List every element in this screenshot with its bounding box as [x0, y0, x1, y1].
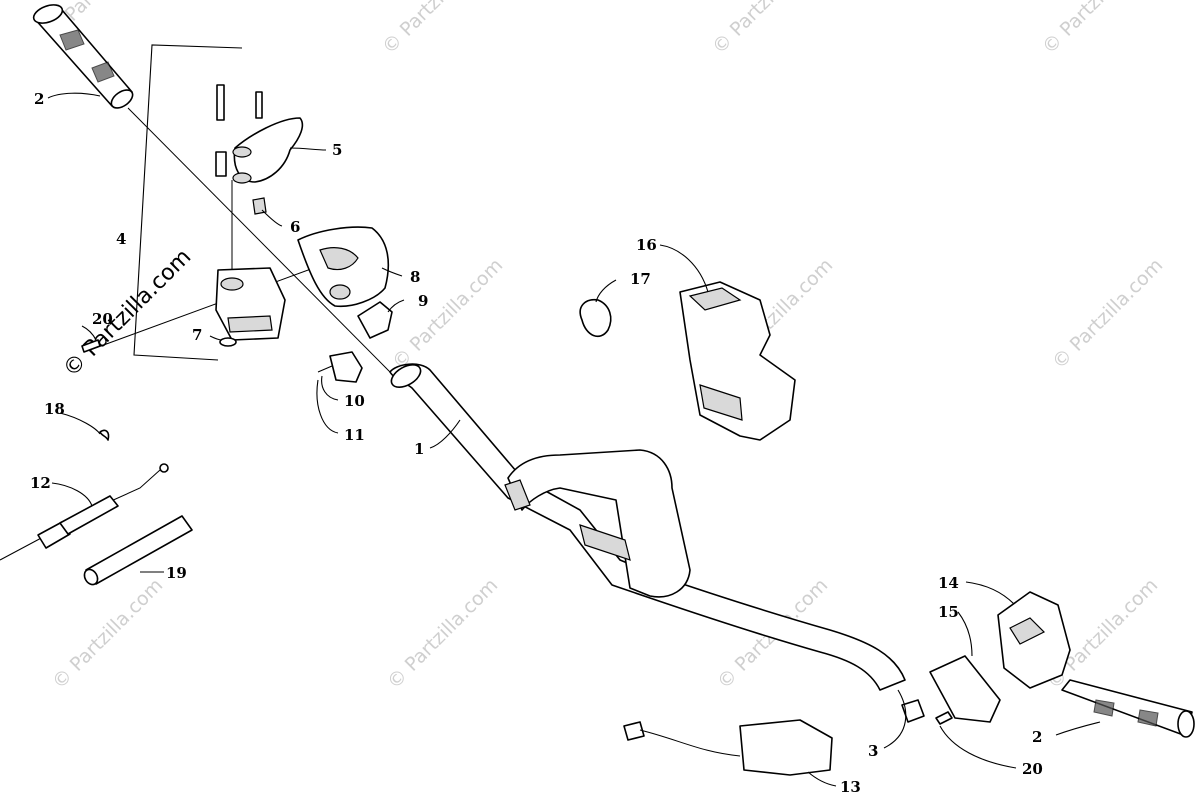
callout-9: 9	[418, 292, 428, 310]
callout-8: 8	[410, 268, 420, 286]
callout-15: 15	[938, 603, 959, 621]
handlebar-mount[interactable]	[679, 281, 796, 441]
axis-line	[89, 261, 331, 351]
throttle-lever[interactable]	[215, 84, 304, 184]
callout-18: 18	[44, 400, 65, 418]
callout-17: 17	[630, 270, 651, 288]
watermark: © Partzilla.com	[1048, 254, 1167, 373]
sleeve-tube[interactable]	[82, 515, 193, 587]
handlebar[interactable]	[388, 360, 906, 691]
right-grip[interactable]	[1061, 679, 1195, 738]
watermark: © Partzilla.com	[708, 0, 827, 59]
watermark: © Partzilla.com	[383, 574, 502, 693]
watermark: © Partzilla.com	[388, 254, 507, 373]
callout-labels: 2 5 6 4 8 9 20 7 10 11 18 1 12 19 16 17 …	[30, 90, 1043, 796]
left-grip[interactable]	[31, 1, 136, 111]
callout-14: 14	[938, 574, 959, 592]
kill-switch[interactable]	[317, 351, 363, 383]
callout-3: 3	[868, 742, 878, 760]
callout-4: 4	[116, 230, 126, 248]
callout-6: 6	[290, 218, 300, 236]
callout-20-right: 20	[1022, 760, 1043, 778]
callout-5: 5	[332, 141, 342, 159]
callout-10: 10	[344, 392, 365, 410]
callout-13: 13	[840, 778, 861, 796]
watermark-main: © Partzilla.com	[59, 245, 197, 383]
callout-19: 19	[166, 564, 187, 582]
watermark: © Partzilla.com	[1038, 0, 1157, 59]
throttle-cable[interactable]	[0, 429, 169, 561]
axis-line	[127, 107, 391, 373]
callout-2: 2	[34, 90, 44, 108]
screw-left[interactable]	[81, 339, 101, 353]
small-clip[interactable]	[357, 301, 393, 339]
right-switch-housing[interactable]	[997, 591, 1071, 689]
callout-12: 12	[30, 474, 51, 492]
retaining-ring[interactable]	[579, 298, 612, 338]
bracket-plate[interactable]	[929, 655, 1001, 723]
callout-2-right: 2	[1032, 728, 1042, 746]
callout-7: 7	[192, 326, 202, 344]
leader-lines	[47, 92, 1101, 787]
callout-1: 1	[414, 440, 424, 458]
callout-16: 16	[636, 236, 657, 254]
watermark-layer: © Partzilla.com © Partzilla.com © Partzi…	[43, 0, 1167, 694]
callout-11: 11	[344, 426, 365, 444]
screw-right[interactable]	[935, 711, 953, 725]
housing-cover[interactable]	[297, 226, 390, 308]
watermark: © Partzilla.com	[48, 574, 167, 693]
callout-20: 20	[92, 310, 113, 328]
throttle-housing[interactable]	[215, 267, 286, 341]
heater-element[interactable]	[623, 719, 833, 776]
watermark: © Partzilla.com	[378, 0, 497, 59]
assembly-bracket	[133, 44, 243, 361]
washer[interactable]	[219, 337, 237, 347]
